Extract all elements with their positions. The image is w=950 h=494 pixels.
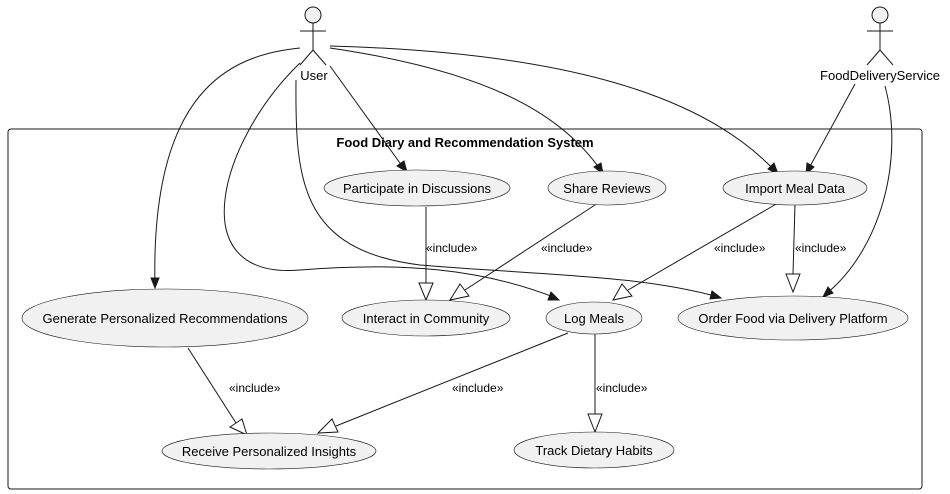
include-head-log-meals bbox=[612, 283, 633, 301]
include-head-track bbox=[587, 413, 603, 434]
assoc-user-discussions bbox=[329, 65, 406, 171]
include-head-community-2 bbox=[448, 283, 470, 301]
use-case-share-reviews: Share Reviews bbox=[547, 170, 667, 206]
use-case-participate-discussions: Participate in Discussions bbox=[323, 169, 511, 207]
use-case-label: Log Meals bbox=[564, 311, 624, 326]
use-case-import-meal-data: Import Meal Data bbox=[722, 170, 868, 206]
assoc-delivery-import-meal bbox=[807, 83, 856, 171]
use-case-label: Generate Personalized Recommendations bbox=[43, 311, 288, 326]
assoc-user-order-food bbox=[295, 79, 719, 298]
use-case-generate-recommendations: Generate Personalized Recommendations bbox=[21, 288, 309, 348]
use-case-ellipse bbox=[513, 431, 675, 469]
actor-user: User bbox=[299, 6, 328, 83]
use-case-ellipse bbox=[677, 295, 909, 341]
use-case-label: Import Meal Data bbox=[745, 181, 845, 196]
actor-user-head bbox=[304, 6, 322, 24]
use-case-ellipse bbox=[341, 299, 511, 337]
actor-user-leg-left bbox=[299, 49, 314, 66]
include-head-order-food bbox=[785, 273, 801, 294]
include-label-generate: «include» bbox=[229, 381, 281, 395]
system-title: Food Diary and Recommendation System bbox=[336, 135, 593, 150]
include-reviews-community bbox=[464, 202, 599, 291]
include-label-discussions: «include» bbox=[426, 241, 478, 255]
arrowhead-discussions bbox=[396, 160, 408, 174]
use-case-label: Interact in Community bbox=[363, 311, 490, 326]
use-case-label: Receive Personalized Insights bbox=[182, 444, 357, 459]
use-case-receive-insights: Receive Personalized Insights bbox=[161, 432, 377, 470]
include-import-log bbox=[627, 202, 779, 291]
assoc-user-generate-recs bbox=[154, 47, 301, 289]
arrowhead-order-food bbox=[709, 290, 723, 300]
use-case-label: Order Food via Delivery Platform bbox=[698, 311, 887, 326]
actor-user-label: User bbox=[300, 68, 328, 83]
use-case-track-dietary-habits: Track Dietary Habits bbox=[513, 431, 675, 469]
use-case-label: Participate in Discussions bbox=[343, 181, 492, 196]
include-import-order bbox=[792, 203, 796, 275]
include-label-import-order: «include» bbox=[795, 241, 847, 255]
include-head-insights-2 bbox=[316, 418, 339, 434]
assoc-user-log-meals bbox=[223, 62, 557, 299]
use-case-ellipse bbox=[545, 301, 643, 335]
use-case-ellipse bbox=[21, 288, 309, 348]
include-label-log-track: «include» bbox=[596, 381, 648, 395]
arrowhead-generate-recs bbox=[150, 277, 160, 290]
assoc-user-import-meal bbox=[329, 45, 777, 173]
use-case-ellipse bbox=[547, 170, 667, 206]
use-case-interact-community: Interact in Community bbox=[341, 299, 511, 337]
actor-delivery-head bbox=[871, 6, 889, 24]
use-case-ellipse bbox=[722, 170, 868, 206]
include-generate-insights bbox=[187, 347, 237, 424]
include-label-import-log: «include» bbox=[714, 241, 766, 255]
use-case-order-food: Order Food via Delivery Platform bbox=[677, 295, 909, 341]
use-case-label: Track Dietary Habits bbox=[535, 443, 653, 458]
assoc-user-reviews bbox=[329, 47, 603, 173]
include-label-reviews: «include» bbox=[541, 241, 593, 255]
actor-delivery-leg-right bbox=[879, 49, 894, 66]
include-log-insights bbox=[335, 332, 569, 427]
use-case-ellipse bbox=[161, 432, 377, 470]
include-head-insights-1 bbox=[228, 418, 248, 436]
arrowhead-delivery-order bbox=[821, 286, 834, 298]
actor-food-delivery-service: FoodDeliveryService bbox=[820, 6, 940, 83]
use-case-ellipse bbox=[323, 169, 511, 207]
actor-delivery-leg-left bbox=[866, 49, 881, 66]
assoc-delivery-order-food bbox=[825, 85, 893, 295]
use-case-label: Share Reviews bbox=[563, 181, 651, 196]
actor-user-leg-right bbox=[312, 49, 327, 66]
arrowhead-log-meals bbox=[547, 291, 561, 301]
actor-delivery-label: FoodDeliveryService bbox=[820, 68, 940, 83]
include-label-log-insights: «include» bbox=[452, 381, 504, 395]
use-case-log-meals: Log Meals bbox=[545, 301, 643, 335]
include-head-community-1 bbox=[418, 282, 434, 302]
